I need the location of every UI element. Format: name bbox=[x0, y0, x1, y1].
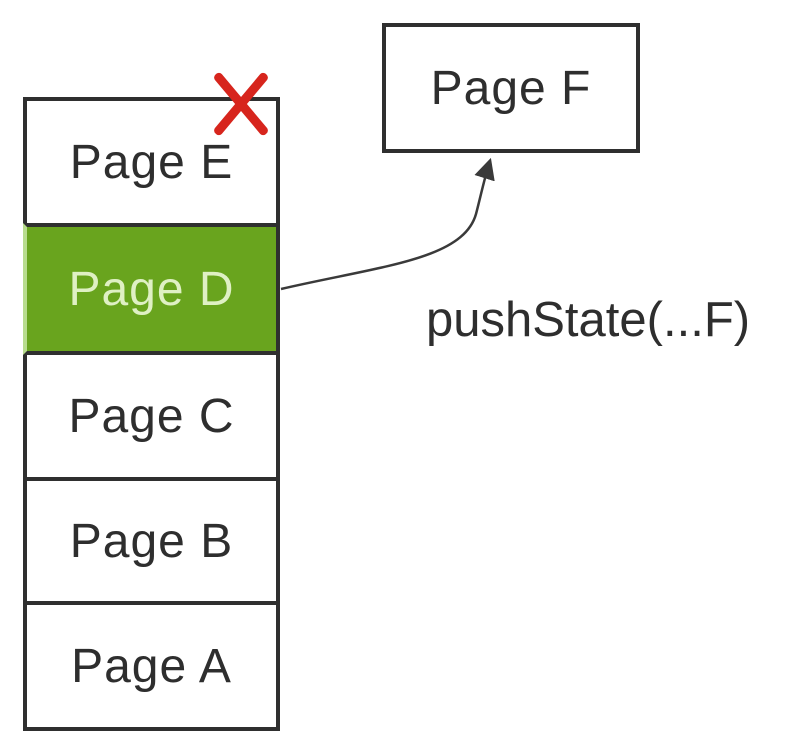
stack-item-label: Page E bbox=[69, 135, 234, 189]
pushstate-arrow bbox=[280, 157, 495, 291]
stack-item-label: Page C bbox=[68, 389, 235, 443]
stack-item-page-b: Page B bbox=[23, 477, 280, 605]
stack-item-label: Page A bbox=[71, 639, 232, 693]
delete-x-icon bbox=[212, 71, 270, 137]
stack-item-page-a: Page A bbox=[23, 601, 280, 731]
stack-item-page-d-current: Page D bbox=[23, 223, 280, 355]
pushstate-label: pushState(...F) bbox=[426, 293, 751, 347]
stack-item-page-c: Page C bbox=[23, 351, 280, 481]
stack-item-page-e: Page E bbox=[23, 97, 280, 227]
stack-item-label: Page D bbox=[68, 262, 235, 316]
new-page-label: Page F bbox=[430, 61, 592, 115]
stack-item-label: Page B bbox=[69, 514, 234, 568]
new-page-box-page-f: Page F bbox=[382, 23, 640, 153]
